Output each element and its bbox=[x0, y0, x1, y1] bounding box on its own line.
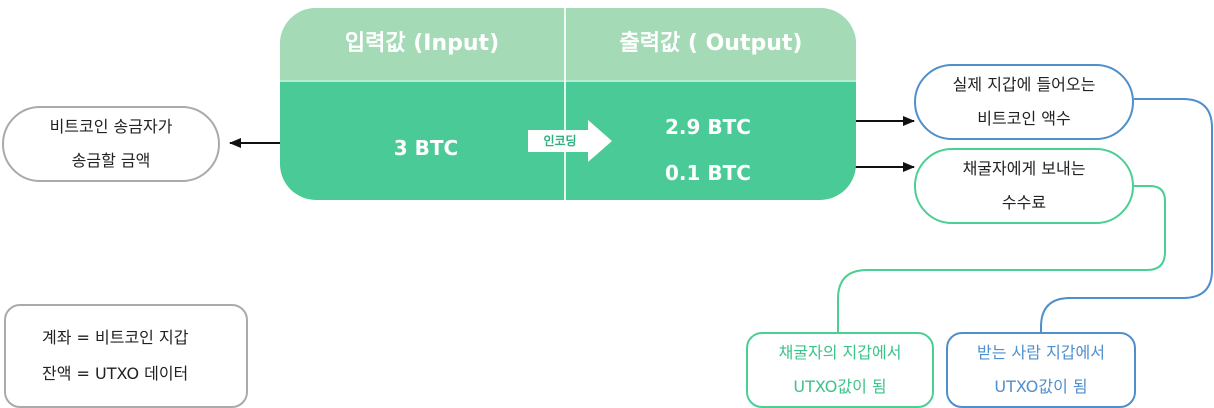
blue-connector bbox=[1040, 98, 1213, 332]
fee-note-line1: 채굴자에게 보내는 bbox=[962, 159, 1086, 178]
receiver-wallet-note: 받는 사람 지갑에서 UTXO값이 됨 bbox=[946, 332, 1136, 408]
sender-note: 비트코인 송금자가 송금할 금액 bbox=[2, 106, 220, 182]
green-connector bbox=[837, 185, 1166, 332]
fee-note: 채굴자에게 보내는 수수료 bbox=[914, 148, 1134, 224]
legend-box: 계좌 = 비트코인 지갑 잔액 = UTXO 데이터 bbox=[4, 304, 248, 408]
wallet-amount-note: 실제 지갑에 들어오는 비트코인 액수 bbox=[914, 64, 1134, 140]
input-value: 3 BTC bbox=[393, 136, 459, 160]
miner-wallet-line2: UTXO값이 됨 bbox=[793, 377, 887, 396]
wallet-amount-line1: 실제 지갑에 들어오는 bbox=[952, 75, 1096, 94]
legend-line2: 잔액 = UTXO 데이터 bbox=[42, 364, 189, 383]
header-divider bbox=[280, 80, 856, 82]
transaction-table: 입력값 (Input) 출력값 ( Output) 3 BTC 2.9 BTC … bbox=[280, 8, 856, 200]
output-header: 출력값 ( Output) bbox=[619, 31, 803, 56]
sender-note-line2: 송금할 금액 bbox=[71, 151, 151, 170]
output-value-1: 2.9 BTC bbox=[665, 115, 751, 139]
receiver-wallet-line1: 받는 사람 지갑에서 bbox=[977, 343, 1105, 362]
table-header bbox=[280, 8, 856, 80]
wallet-amount-line2: 비트코인 액수 bbox=[977, 109, 1071, 128]
receiver-wallet-line2: UTXO값이 됨 bbox=[994, 377, 1088, 396]
legend-line1: 계좌 = 비트코인 지갑 bbox=[42, 328, 189, 347]
encoding-label: 인코딩 bbox=[543, 134, 577, 148]
fee-note-line2: 수수료 bbox=[1001, 193, 1047, 212]
input-header: 입력값 (Input) bbox=[344, 31, 500, 56]
miner-wallet-line1: 채굴자의 지갑에서 bbox=[778, 343, 902, 362]
sender-note-line1: 비트코인 송금자가 bbox=[49, 117, 173, 136]
output-value-2: 0.1 BTC bbox=[665, 161, 751, 185]
encoding-arrow: 인코딩 bbox=[528, 120, 612, 162]
miner-wallet-note: 채굴자의 지갑에서 UTXO값이 됨 bbox=[746, 332, 934, 408]
column-divider bbox=[564, 8, 566, 200]
right-arrow-icon bbox=[528, 120, 612, 162]
